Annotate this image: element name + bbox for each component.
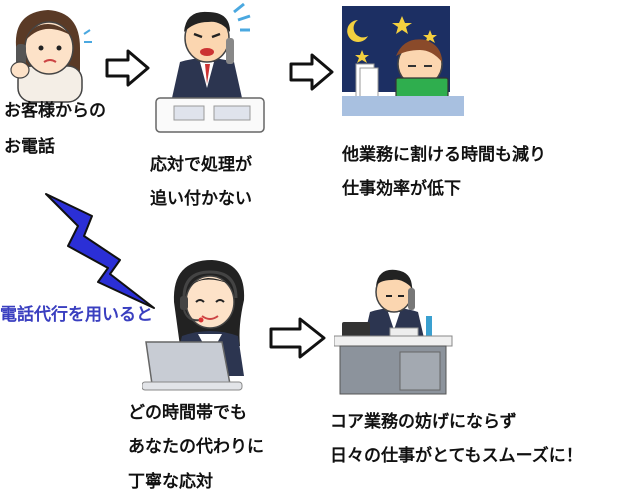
- smooth-work-line1: コア業務の妨げにならず: [330, 412, 517, 432]
- step-operator-label: どの時間帯でも あなたの代わりに 丁寧な応対: [128, 403, 264, 492]
- with-agency-label: 電話代行を用いると: [0, 305, 153, 325]
- operator-line3: 丁寧な応対: [128, 471, 213, 492]
- step-customer-call-label: お客様からの お電話: [4, 101, 106, 158]
- call-center-operator-icon: [142, 256, 254, 394]
- efficiency-drop-line1: 他業務に割ける時間も減り: [342, 145, 546, 165]
- operator-line1: どの時間帯でも: [128, 403, 247, 423]
- operator-line2: あなたの代わりに: [128, 437, 264, 458]
- lightning-bolt-icon: [40, 186, 160, 316]
- woman-on-phone-icon: [4, 4, 94, 104]
- step-efficiency-drop-label: 他業務に割ける時間も減り 仕事効率が低下: [342, 145, 546, 200]
- stressed-man-on-phone-icon: [150, 2, 270, 136]
- step-overwhelmed-label: 応対で処理が 追い付かない: [150, 155, 252, 210]
- arrow-right-icon: [104, 48, 152, 88]
- overwhelmed-line2: 追い付かない: [150, 189, 252, 210]
- step-smooth-work-label: コア業務の妨げにならず 日々の仕事がとてもスムーズに！: [330, 412, 583, 467]
- tired-worker-at-night-icon: [338, 6, 468, 118]
- customer-call-line1: お客様からの: [4, 101, 106, 121]
- arrow-right-icon: [288, 52, 336, 92]
- smooth-work-line2: 日々の仕事がとてもスムーズに！: [330, 446, 583, 467]
- calm-worker-on-phone-icon: [334, 266, 458, 396]
- efficiency-drop-line2: 仕事効率が低下: [342, 179, 461, 200]
- customer-call-line2: お電話: [4, 137, 55, 158]
- arrow-right-icon: [268, 316, 328, 360]
- overwhelmed-line1: 応対で処理が: [150, 155, 252, 175]
